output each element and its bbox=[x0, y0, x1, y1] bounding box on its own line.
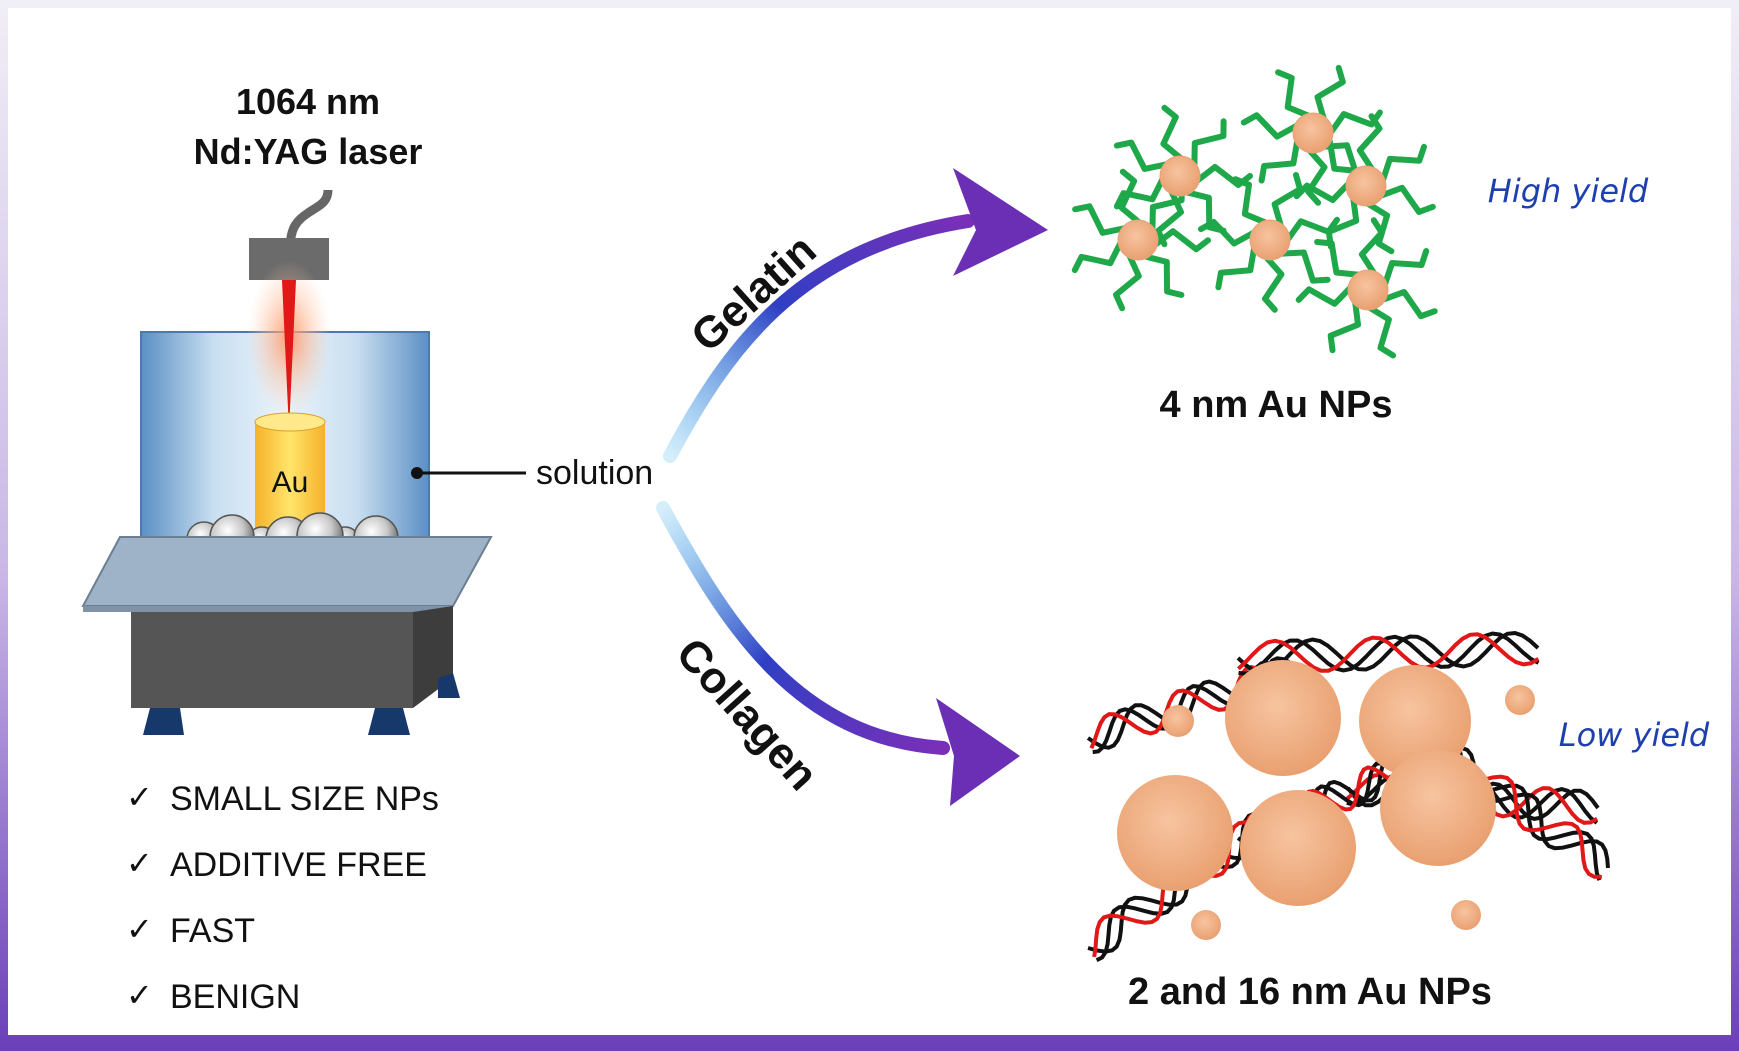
feature-item: ✓ FAST bbox=[126, 911, 255, 950]
figure-frame: 1064 nm Nd:YAG laser Au bbox=[8, 8, 1731, 1035]
solution-label: solution bbox=[536, 454, 653, 492]
gold-nanoparticle-small bbox=[1159, 155, 1201, 197]
gold-nanoparticle-large bbox=[1359, 665, 1471, 777]
collagen-helix-strand bbox=[1238, 631, 1540, 676]
gold-nanoparticle-large bbox=[1225, 660, 1341, 776]
collagen-helix-strand bbox=[1236, 630, 1540, 676]
collagen-nanoparticles bbox=[1086, 630, 1610, 962]
check-icon: ✓ bbox=[126, 911, 153, 947]
feature-item: ✓ ADDITIVE FREE bbox=[126, 845, 427, 884]
feature-item: ✓ BENIGN bbox=[126, 977, 300, 1016]
gelatin-arrow bbox=[663, 168, 1048, 463]
sample-stage bbox=[81, 536, 493, 735]
feature-text: FAST bbox=[170, 912, 255, 950]
laser-head bbox=[249, 189, 333, 280]
gelatin-stabilized-nanoparticles bbox=[1071, 64, 1438, 359]
collagen-path-label: Collagen bbox=[667, 629, 828, 800]
collagen-helix-strand bbox=[1237, 632, 1540, 673]
gold-nanoparticle-small bbox=[1345, 165, 1387, 207]
top-result-label: 4 nm Au NPs bbox=[1160, 384, 1393, 426]
check-icon: ✓ bbox=[126, 779, 153, 815]
feature-list: ✓ SMALL SIZE NPs ✓ ADDITIVE FREE ✓ FAST … bbox=[126, 779, 439, 1016]
schematic-diagram: 1064 nm Nd:YAG laser Au bbox=[81, 64, 1710, 1016]
solution-pointer bbox=[411, 467, 526, 479]
laser-type-label: Nd:YAG laser bbox=[194, 131, 423, 172]
gold-nanoparticle-large bbox=[1117, 775, 1233, 891]
feature-text: ADDITIVE FREE bbox=[170, 846, 427, 884]
gold-nanoparticle-small bbox=[1249, 219, 1291, 261]
gold-nanoparticle-small bbox=[1292, 112, 1334, 154]
high-yield-label: High yield bbox=[1488, 172, 1649, 210]
check-icon: ✓ bbox=[126, 845, 153, 881]
gold-nanoparticle-small bbox=[1505, 685, 1535, 715]
feature-text: SMALL SIZE NPs bbox=[170, 780, 439, 818]
gold-nanoparticle-small bbox=[1347, 269, 1389, 311]
laser-beam bbox=[247, 260, 331, 430]
bottom-result-label: 2 and 16 nm Au NPs bbox=[1128, 971, 1492, 1013]
gold-nanoparticle-small bbox=[1191, 910, 1221, 940]
low-yield-label: Low yield bbox=[1559, 716, 1710, 754]
feature-text: BENIGN bbox=[170, 978, 300, 1016]
gold-nanoparticle-small bbox=[1117, 219, 1159, 261]
gold-nanoparticle-small bbox=[1162, 705, 1194, 737]
check-icon: ✓ bbox=[126, 977, 153, 1013]
collagen-arrow bbox=[656, 501, 1020, 806]
gold-nanoparticle-small bbox=[1451, 900, 1481, 930]
laser-wavelength-label: 1064 nm bbox=[236, 81, 380, 122]
au-target-label: Au bbox=[272, 466, 309, 499]
gold-nanoparticle-large bbox=[1380, 750, 1496, 866]
gold-nanoparticle-large bbox=[1240, 790, 1356, 906]
feature-item: ✓ SMALL SIZE NPs bbox=[126, 779, 439, 818]
